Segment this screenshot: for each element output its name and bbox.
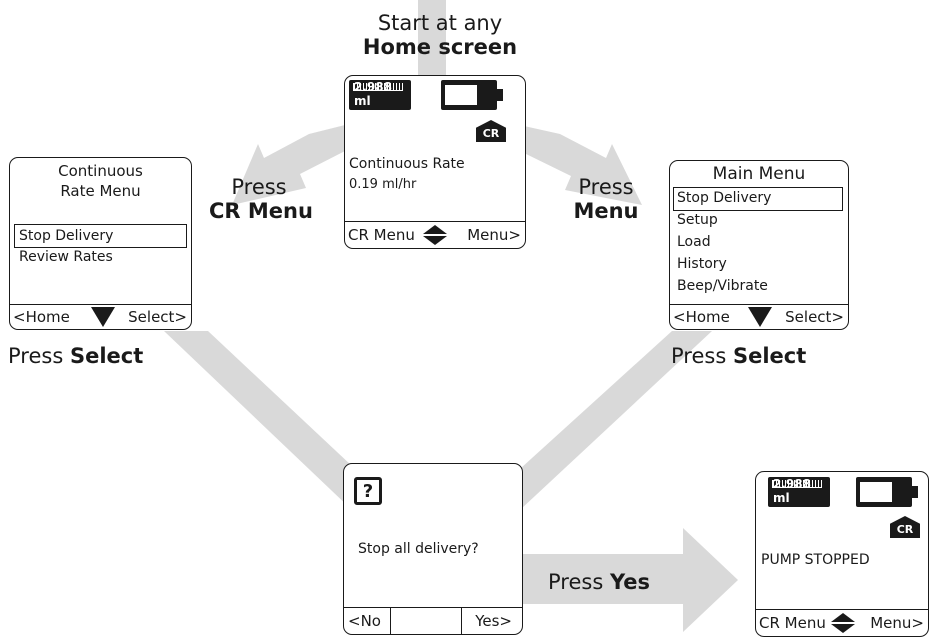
battery-icon (441, 80, 503, 110)
press-select-left-key: Select (69, 344, 144, 368)
home-screen: 2.988 ml CR Continuous Rate 0.19 ml/hr C… (344, 75, 526, 249)
stopped-menu-softkey[interactable]: Menu> (870, 614, 924, 632)
battery-nub (497, 89, 503, 101)
down-arrow-icon[interactable] (747, 306, 773, 328)
battery-icon (856, 477, 918, 507)
press-select-right-word: Press (671, 344, 727, 368)
confirm-message: Stop all delivery? (358, 541, 479, 557)
pump-stopped-screen: 2.988 ml CR PUMP STOPPED CR Menu Menu> (755, 471, 929, 637)
arrow-home-to-cr-menu (232, 125, 345, 205)
question-icon: ? (354, 477, 382, 505)
cr-menu-softkey-bar: <Home Select> (10, 304, 191, 329)
start-label-line1: Start at any (377, 11, 503, 35)
confirm-right-divider (461, 608, 462, 634)
main-menu-home-softkey[interactable]: <Home (673, 308, 730, 326)
arrow-cr-menu-to-confirm (164, 331, 352, 510)
main-menu-title: Main Menu (712, 164, 806, 184)
start-label-line2: Home screen (362, 35, 518, 59)
main-menu-item-beep-vibrate[interactable]: Beep/Vibrate (677, 278, 768, 294)
main-menu-select-softkey[interactable]: Select> (785, 308, 844, 326)
confirm-softkey-bar: <No Yes> (344, 607, 522, 634)
press-select-left-label: Press Select (8, 344, 143, 368)
stopped-badge: CR (896, 523, 914, 536)
home-badge: CR (482, 127, 500, 140)
battery-nub (912, 486, 918, 498)
confirm-icon-glyph: ? (362, 480, 374, 502)
home-softkey-bar: CR Menu Menu> (345, 221, 525, 248)
main-menu-item-setup[interactable]: Setup (677, 212, 718, 228)
press-yes-word: Press (548, 570, 604, 594)
start-label: Start at any Home screen (360, 11, 520, 59)
press-select-right-label: Press Select (671, 344, 806, 368)
battery-level (860, 482, 892, 502)
stopped-cr-menu-softkey[interactable]: CR Menu (759, 614, 826, 632)
cr-badge-icon: CR (890, 516, 920, 538)
press-select-left-word: Press (8, 344, 64, 368)
reservoir-scale (772, 480, 822, 488)
arrow-into-home (418, 0, 446, 80)
cr-menu-item-review-rates[interactable]: Review Rates (19, 249, 113, 265)
press-menu-line2: Menu (573, 199, 639, 223)
home-line1: Continuous Rate (349, 156, 465, 172)
press-cr-menu-line2: CR Menu (209, 199, 313, 223)
arrow-main-menu-to-confirm (521, 331, 712, 509)
main-menu-item-load[interactable]: Load (677, 234, 711, 250)
cr-menu-screen: Continuous Rate Menu Stop Delivery Revie… (9, 157, 192, 330)
arrow-confirm-to-stopped (523, 528, 738, 632)
cr-menu-item-stop-delivery[interactable]: Stop Delivery (19, 228, 114, 244)
home-volume: 2.988 ml (354, 80, 392, 108)
stopped-message: PUMP STOPPED (761, 552, 870, 568)
confirm-yes-softkey[interactable]: Yes> (475, 612, 512, 630)
cr-menu-select-softkey[interactable]: Select> (128, 308, 187, 326)
press-yes-key: Yes (609, 570, 650, 594)
main-menu-item-stop-delivery[interactable]: Stop Delivery (677, 190, 772, 206)
main-menu-selection-highlight (673, 187, 843, 211)
reservoir-icon: 2.988 ml (768, 477, 830, 507)
main-menu-item-history[interactable]: History (677, 256, 727, 272)
press-menu-line1: Press (578, 175, 634, 199)
down-arrow-icon[interactable] (90, 306, 116, 328)
confirm-no-softkey[interactable]: <No (348, 612, 381, 630)
cr-menu-selection-highlight (14, 224, 187, 248)
up-down-arrow-icon[interactable] (830, 612, 856, 634)
reservoir-icon: 2.988 ml (349, 80, 411, 110)
press-cr-menu-label: Press CR Menu (209, 175, 313, 223)
arrow-home-to-main-menu (524, 126, 642, 205)
battery-level (445, 85, 477, 105)
main-menu-screen: Main Menu Stop Delivery Setup Load Histo… (669, 160, 849, 330)
reservoir-scale (353, 83, 403, 91)
press-cr-menu-line1: Press (231, 175, 287, 199)
confirm-screen: ? Stop all delivery? <No Yes> (343, 463, 523, 635)
stopped-softkey-bar: CR Menu Menu> (756, 609, 928, 636)
stopped-volume: 2.988 ml (773, 477, 811, 505)
home-menu-softkey[interactable]: Menu> (467, 226, 521, 244)
main-menu-softkey-bar: <Home Select> (670, 304, 848, 329)
up-down-arrow-icon[interactable] (422, 224, 448, 246)
cr-badge-icon: CR (476, 120, 506, 142)
home-cr-menu-softkey[interactable]: CR Menu (348, 226, 415, 244)
press-yes-label: Press Yes (548, 570, 650, 594)
press-select-right-key: Select (732, 344, 807, 368)
cr-menu-home-softkey[interactable]: <Home (13, 308, 70, 326)
press-menu-label: Press Menu (570, 175, 642, 223)
cr-menu-title1: Continuous (58, 162, 143, 180)
cr-menu-title2: Rate Menu (60, 182, 141, 200)
home-line2: 0.19 ml/hr (349, 177, 417, 192)
confirm-left-divider (390, 608, 391, 634)
